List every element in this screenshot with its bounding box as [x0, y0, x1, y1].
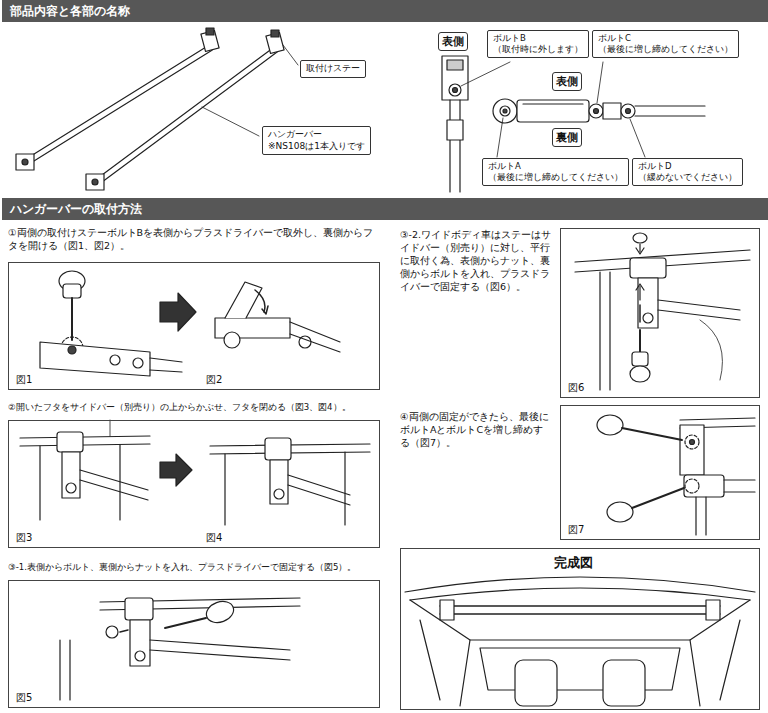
figure-label: 図2	[205, 373, 223, 387]
figure-frame: 図1 図2	[8, 262, 380, 390]
figure-frame: 図5	[8, 580, 380, 708]
figure-frame: 完成図	[400, 548, 760, 710]
bolt-callout: ボルトB（取付時に外します）	[487, 30, 589, 58]
bolt-callout: ボルトA（最後に増し締めしてください）	[482, 158, 629, 186]
section-header: 部品内容と各部の名称	[2, 0, 768, 22]
part-note: （最後に増し締めしてください）	[488, 172, 623, 183]
part-name: ハンガーバー	[268, 129, 365, 141]
section-title: ハンガーバーの取付方法	[10, 198, 762, 220]
figure-label: 完成図	[553, 554, 594, 572]
part-note: （緩めないでください）	[638, 172, 737, 183]
part-name: ボルトB	[493, 33, 583, 44]
side-tag: 裏側	[552, 128, 582, 147]
part-callout: 取付けステー	[300, 60, 366, 78]
figure-label: 図6	[567, 381, 585, 395]
bolt-callout: ボルトC（最後に増し締めしてください）	[592, 30, 739, 58]
side-tag: 表側	[438, 32, 468, 51]
section-header: ハンガーバーの取付方法	[2, 198, 768, 220]
part-name: ボルトC	[598, 33, 733, 44]
figure-frame: 図6	[560, 228, 760, 398]
figure-label: 図5	[15, 691, 33, 705]
figure-label: 図4	[205, 531, 223, 545]
part-name: 表側	[442, 34, 464, 49]
figure-label: 図1	[15, 373, 33, 387]
section-title: 部品内容と各部の名称	[10, 0, 762, 22]
part-callout: ハンガーバー※NS108は1本入りです	[262, 126, 371, 155]
part-name: ボルトA	[488, 161, 623, 172]
figure-frame: 図3 図4	[8, 420, 380, 548]
part-note: （最後に増し締めしてください）	[598, 44, 733, 55]
step-text: ③-2.ワイドボディ車はステーはサイドバー（別売り）に対し、平行に取付く為、表側…	[400, 228, 552, 294]
part-note: （取付時に外します）	[493, 44, 583, 55]
side-tag: 表側	[552, 72, 582, 91]
figure-frame: 図7	[560, 405, 760, 540]
part-name: 裏側	[556, 130, 578, 145]
figure-label: 図3	[15, 531, 33, 545]
part-name: 表側	[556, 74, 578, 89]
figure-label: 図7	[567, 523, 585, 537]
part-note: ※NS108は1本入りです	[268, 141, 365, 153]
part-name: ボルトD	[638, 161, 737, 172]
bolt-callout: ボルトD（緩めないでください）	[632, 158, 743, 186]
step-text: ①両側の取付けステーボルトBを表側からプラスドライバーで取外し、裏側からフタを開…	[8, 226, 383, 252]
part-name: 取付けステー	[306, 63, 360, 75]
step-text: ④両側の固定ができたら、最後にボルトAとボルトCを増し締めする（図7）。	[400, 410, 552, 449]
step-text: ②開いたフタをサイドバー（別売り）の上からかぶせ、フタを閉める（図3、図4）。	[8, 402, 383, 414]
step-text: ③-1.表側からボルト、裏側からナットを入れ、プラスドライバーで固定する（図5）…	[8, 562, 386, 574]
